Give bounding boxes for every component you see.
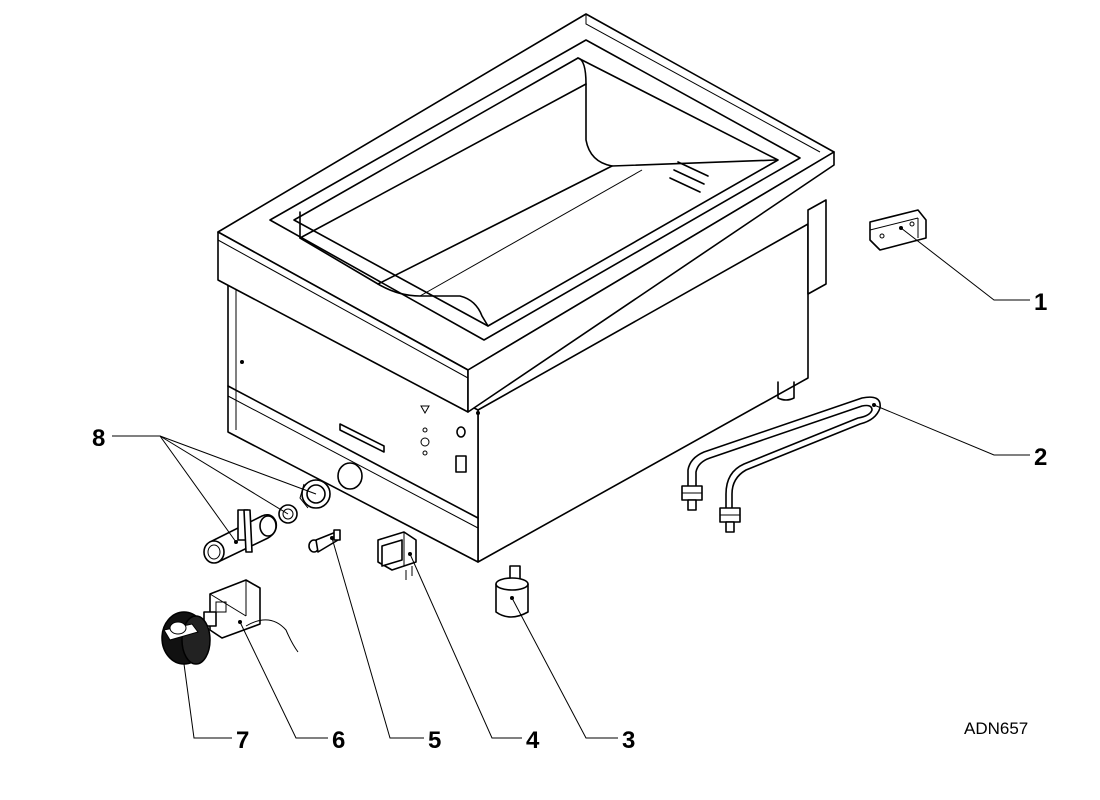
leader-3 bbox=[511, 597, 618, 739]
leader-8c bbox=[159, 435, 317, 495]
leader-2 bbox=[873, 404, 1030, 456]
knob-socket bbox=[456, 426, 466, 438]
callout-5: 5 bbox=[428, 727, 441, 754]
part-7-knob bbox=[161, 611, 211, 665]
leader-7 bbox=[183, 663, 232, 739]
part-8-drain-tap bbox=[203, 479, 331, 564]
leader-6 bbox=[239, 621, 328, 739]
part-1-bracket bbox=[869, 209, 927, 251]
callout-3: 3 bbox=[622, 727, 635, 754]
callout-4: 4 bbox=[526, 727, 540, 754]
switch-socket bbox=[455, 455, 467, 473]
leader-5 bbox=[331, 537, 424, 739]
basin-rim-outer bbox=[269, 39, 801, 341]
callout-8: 8 bbox=[92, 425, 105, 452]
leader-1 bbox=[900, 227, 1030, 301]
drain-hole bbox=[337, 462, 363, 490]
front-slot bbox=[339, 423, 385, 453]
part-3-foot bbox=[495, 565, 529, 618]
drawing-code: ADN657 bbox=[964, 719, 1028, 738]
leader-4 bbox=[409, 553, 522, 739]
bain-marie-unit bbox=[217, 13, 835, 563]
part-6-thermostat bbox=[203, 579, 299, 653]
callout-2: 2 bbox=[1034, 444, 1047, 471]
part-2-heating-element bbox=[681, 396, 881, 533]
part-5-indicator-lamp bbox=[308, 529, 341, 553]
leader-8b bbox=[159, 435, 289, 515]
part-4-switch bbox=[377, 531, 417, 580]
callout-numbers: 1 2 3 4 5 6 7 8 bbox=[92, 289, 1047, 754]
leader-lines bbox=[112, 227, 1030, 739]
callout-7: 7 bbox=[236, 727, 249, 754]
callout-6: 6 bbox=[332, 727, 345, 754]
leader-8a bbox=[112, 435, 237, 543]
basin-rim-inner bbox=[293, 57, 779, 327]
callout-1: 1 bbox=[1034, 289, 1047, 316]
indicator-triangle bbox=[420, 405, 430, 415]
indicator-light bbox=[422, 427, 428, 433]
control-strip-top bbox=[227, 385, 479, 519]
